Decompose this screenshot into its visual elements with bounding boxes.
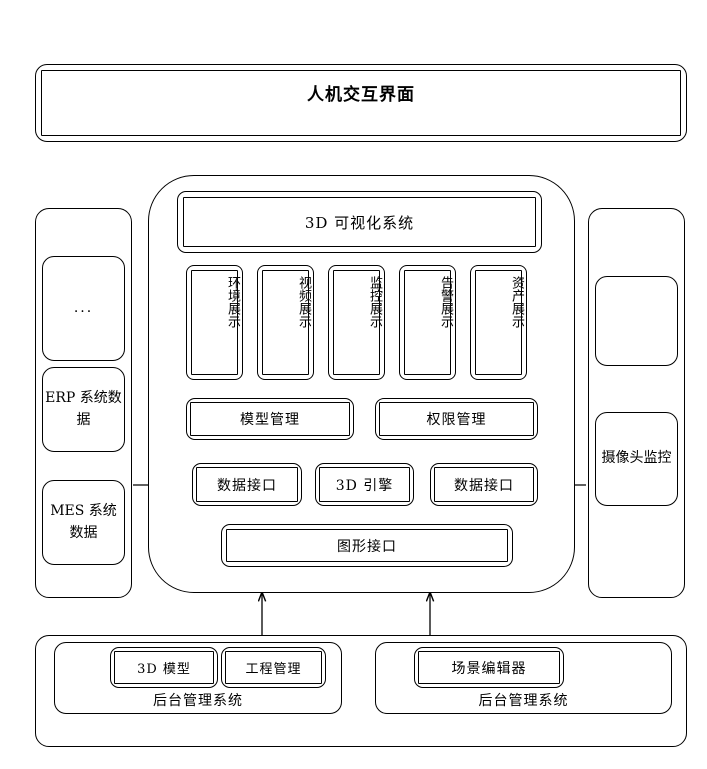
device-camera-box[interactable]	[595, 412, 678, 506]
engine-label: 3D 引擎	[335, 477, 394, 494]
hmi-label: 人机交互界面	[307, 85, 415, 105]
data-interface-left-label: 数据接口	[217, 477, 277, 494]
backend-left-group-label: 后台管理系统	[153, 693, 243, 709]
visualization-system-box-inner[interactable]	[183, 197, 536, 247]
module-box-asset-inner[interactable]	[475, 270, 522, 375]
visualization-system-label: 3D 可视化系统	[304, 213, 415, 232]
data-interface-right-label: 数据接口	[454, 477, 514, 494]
backend-3d-model-label: 3D 模型	[137, 662, 191, 677]
module-box-monitoring-inner[interactable]	[333, 270, 380, 375]
hmi-panel-inner[interactable]	[41, 70, 681, 136]
backend-project-management-box-inner[interactable]	[225, 651, 322, 684]
permission-management-label: 权限管理	[426, 412, 487, 428]
permission-management-box-inner[interactable]	[379, 402, 534, 436]
device-column	[588, 208, 685, 598]
module-label-alarm: 告警展示	[438, 276, 453, 328]
module-label-asset: 资产展示	[509, 276, 524, 328]
backend-3d-model-box-inner[interactable]	[114, 651, 214, 684]
data-source-erp-box[interactable]	[42, 367, 125, 452]
model-management-label: 模型管理	[240, 412, 300, 428]
backend-project-management-label: 工程管理	[245, 662, 302, 677]
backend-scene-editor-box-inner[interactable]	[418, 651, 560, 684]
graphics-interface-box-inner[interactable]	[226, 529, 508, 562]
data-interface-left-box-inner[interactable]	[196, 467, 298, 502]
engine-box-inner[interactable]	[319, 467, 410, 502]
backend-scene-editor-label: 场景编辑器	[451, 660, 527, 677]
module-box-environment-inner[interactable]	[191, 270, 238, 375]
backend-right-group-label: 后台管理系统	[478, 693, 569, 709]
model-management-box-inner[interactable]	[190, 402, 350, 436]
data-source-mes-box[interactable]	[42, 480, 125, 565]
graphics-interface-label: 图形接口	[337, 538, 397, 555]
data-interface-right-box-inner[interactable]	[434, 467, 534, 502]
module-box-video-inner[interactable]	[262, 270, 309, 375]
module-box-alarm-inner[interactable]	[404, 270, 451, 375]
module-label-video: 视频展示	[296, 276, 311, 328]
module-label-monitoring: 监控展示	[367, 276, 382, 328]
device-empty-box[interactable]	[595, 276, 678, 366]
data-source-ellipsis-box[interactable]	[42, 256, 125, 361]
module-label-environment: 环境展示	[225, 276, 240, 328]
